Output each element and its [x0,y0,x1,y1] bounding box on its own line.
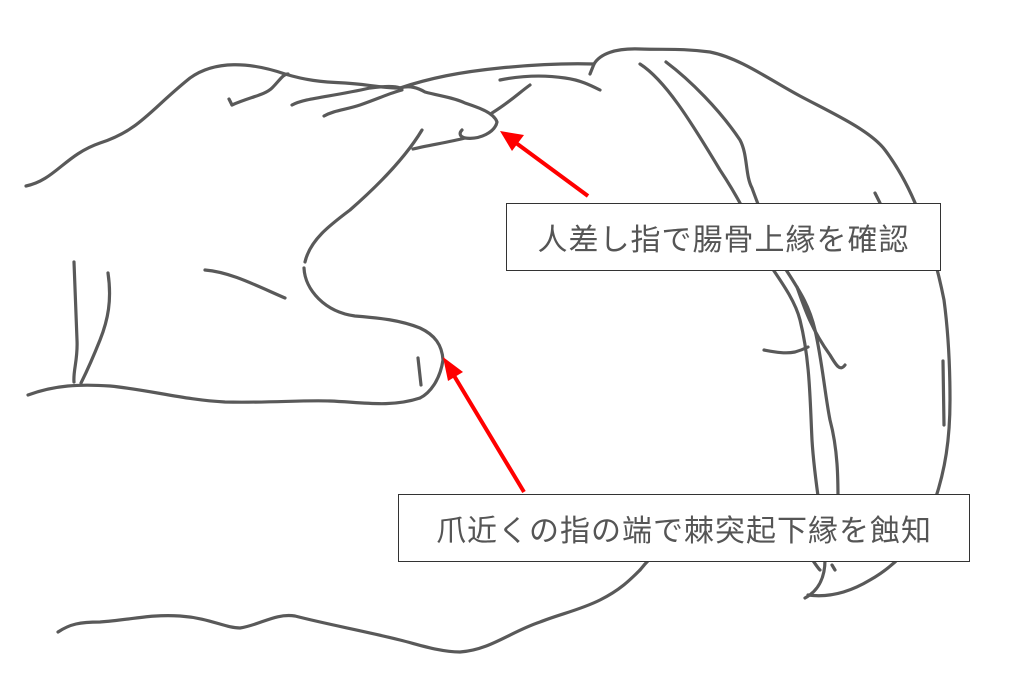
annotation-label-iliac-crest: 人差し指で腸骨上縁を確認 [506,203,941,271]
arrow-top [500,131,590,198]
annotation-text: 爪近くの指の端で棘突起下縁を蝕知 [436,514,932,549]
arrow-bottom [443,357,526,494]
annotation-text: 人差し指で腸骨上縁を確認 [537,223,910,258]
annotation-label-spinous-process: 爪近くの指の端で棘突起下縁を蝕知 [398,494,970,562]
pelvis-outline [56,47,952,654]
hand-outline [24,63,532,406]
